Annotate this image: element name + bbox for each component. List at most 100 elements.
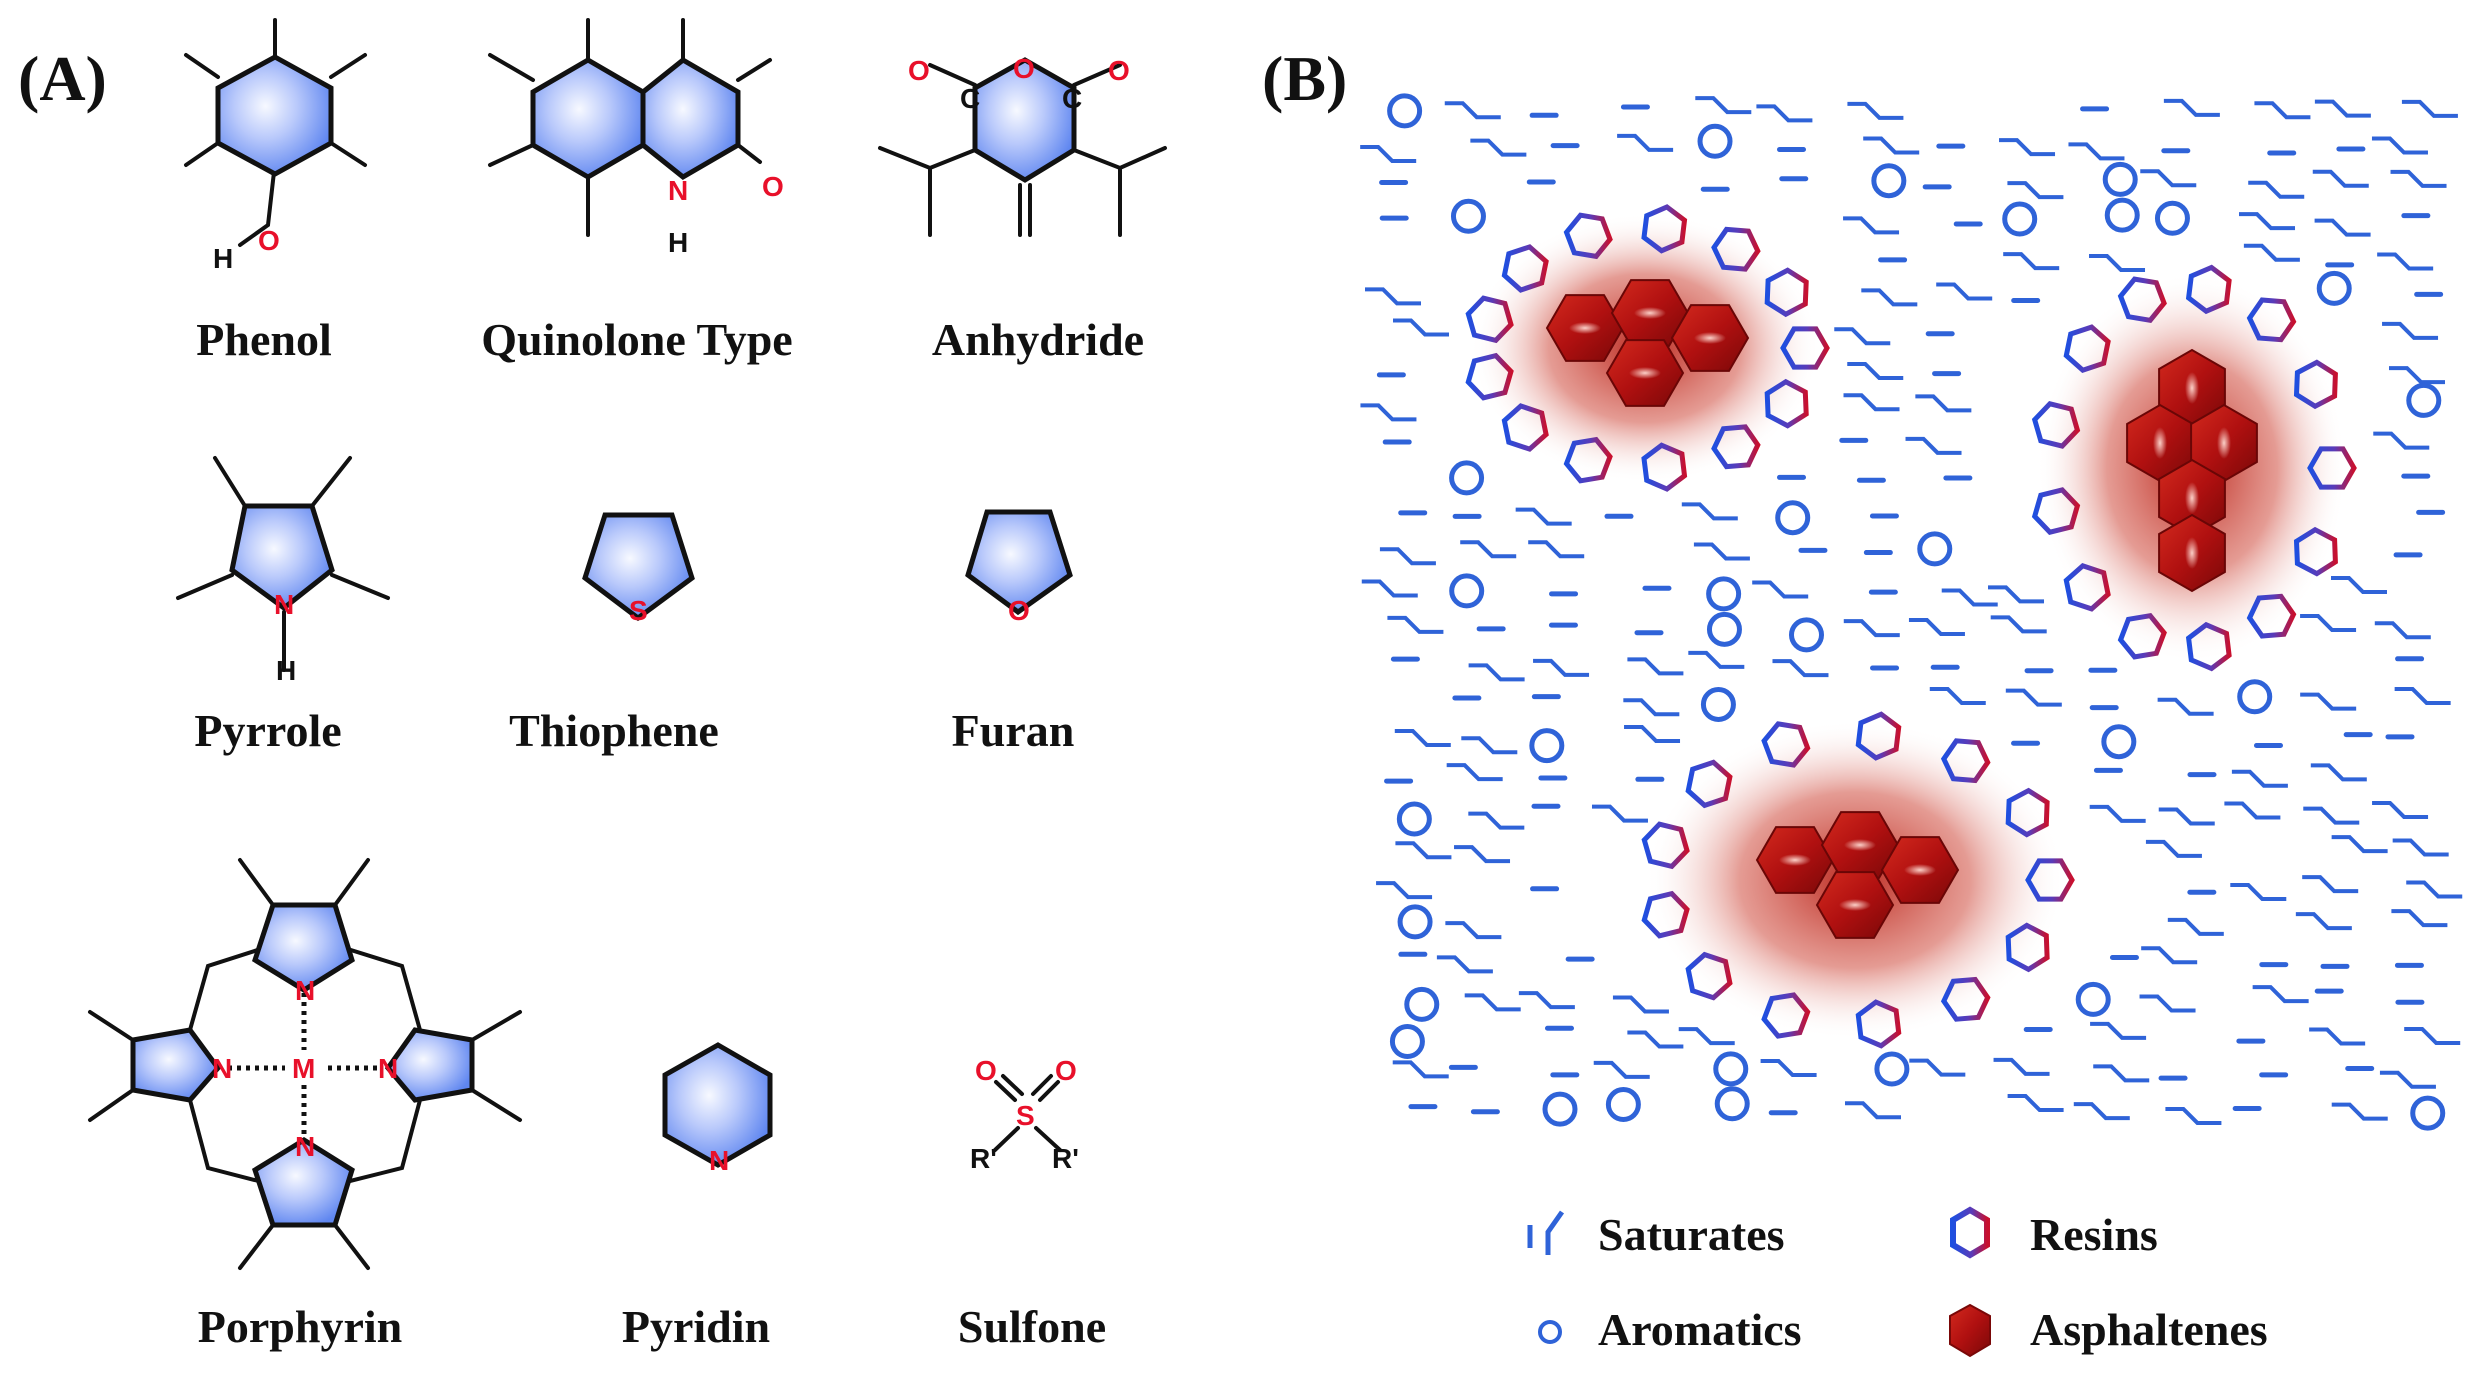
saturate-molecule (2157, 697, 2214, 716)
resin-molecule (1940, 976, 1991, 1022)
anhydride-atom-labels: O O O C C (908, 53, 1130, 114)
asphaltene-shine (1569, 322, 1601, 334)
panel-b-label: (B) (1262, 43, 1347, 114)
resin-molecule (1501, 244, 1549, 293)
aromatic-molecule (1387, 93, 1423, 129)
atom-label: M (292, 1053, 315, 1084)
saturate-molecule (1681, 502, 1738, 521)
resin-molecule (2185, 621, 2232, 672)
saturate-molecule (1468, 663, 1525, 682)
quinolone-structure: N H O (488, 18, 784, 258)
aromatic-molecule (1449, 573, 1485, 609)
atom-label: R' (970, 1143, 997, 1174)
phenol-atom-labels: H O (213, 225, 280, 274)
saturate-molecule (2239, 212, 2296, 231)
saturate-molecule (1772, 659, 1829, 678)
aromatic-molecule (2104, 197, 2140, 233)
saturate-molecule (1936, 282, 1993, 301)
aromatic-molecule (1396, 801, 1432, 837)
saturate-molecule (2140, 169, 2197, 188)
molecule-name-sulfone: Sulfone (958, 1301, 1106, 1352)
saturate-molecule (2007, 181, 2064, 200)
saturate-molecule (2145, 839, 2202, 858)
resin-molecule (2246, 593, 2297, 639)
molecule-name-pyrrole: Pyrrole (194, 705, 341, 756)
resin-molecule (2031, 487, 2081, 535)
legend: Saturates Resins Aromatics Asphaltenes (1527, 1206, 2268, 1358)
saturate-molecule (1627, 657, 1684, 676)
saturate-molecule (1593, 1060, 1650, 1079)
saturate-molecule (2331, 576, 2387, 595)
resin-molecule (1563, 212, 1613, 260)
saturate-molecule (1379, 547, 1436, 566)
asphaltene-micelle (1465, 204, 1830, 492)
legend-item-resins: Resins (1950, 1206, 2158, 1260)
saturate-molecule (2224, 801, 2281, 820)
atom-label: S (629, 595, 648, 626)
saturate-zigzag-icon (1527, 1210, 1565, 1255)
aromatic-molecule (1706, 611, 1742, 647)
aromatic-molecule (1788, 617, 1824, 653)
saturate-molecule (2372, 800, 2429, 819)
thiophene-structure: S (582, 512, 695, 626)
resin-molecule (2117, 612, 2167, 660)
atom-label: O (908, 55, 930, 86)
anhydride-structure: O O O C C (878, 53, 1167, 237)
sulfone-atom-labels: O O S R' R' (970, 1055, 1079, 1174)
resin-molecule (1761, 992, 1811, 1039)
oil-matrix (1360, 93, 2463, 1131)
saturate-molecule (1752, 580, 1809, 599)
saturate-molecule (2243, 243, 2300, 262)
saturate-molecule (2303, 806, 2360, 825)
porphyrin-atom-labels: N N N N M (212, 975, 398, 1162)
saturate-molecule (2003, 252, 2060, 271)
saturate-molecule (1436, 955, 1493, 974)
aromatic-molecule (1874, 1051, 1910, 1087)
saturate-molecule (1393, 318, 1450, 337)
aromatic-molecule (2101, 724, 2137, 760)
atom-label: O (1013, 53, 1035, 84)
saturate-molecule (2404, 1027, 2461, 1046)
resin-molecule (1855, 711, 1902, 761)
saturate-molecule (2248, 180, 2305, 199)
saturate-molecule (2406, 880, 2463, 899)
aromatic-molecule (1775, 500, 1811, 536)
legend-label-asphaltenes: Asphaltenes (2030, 1304, 2268, 1355)
asphaltene-shine (1844, 839, 1876, 851)
atom-label: N (212, 1053, 232, 1084)
saturate-molecule (2163, 98, 2220, 117)
asphaltene-hexagon-icon (1949, 1303, 1991, 1358)
molecule-name-furan: Furan (952, 705, 1075, 756)
atom-label: N (295, 1131, 315, 1162)
atom-label: H (213, 243, 233, 274)
aromatic-molecule (1449, 460, 1485, 496)
molecule-name-phenol: Phenol (196, 314, 331, 365)
aromatic-molecule (1529, 728, 1565, 764)
saturate-molecule (1395, 841, 1452, 860)
asphaltene-shine (2185, 372, 2199, 404)
resin-molecule (1641, 204, 1688, 254)
molecule-name-porphyrin: Porphyrin (198, 1301, 402, 1352)
resin-hexagon-icon (1950, 1206, 1990, 1259)
atom-label: O (1008, 595, 1030, 626)
atom-label: N (378, 1053, 398, 1084)
aromatic-molecule (1700, 686, 1736, 722)
saturate-molecule (2314, 218, 2371, 237)
aromatic-molecule (2102, 161, 2138, 197)
saturate-molecule (2389, 366, 2445, 385)
saturate-molecule (2252, 985, 2309, 1004)
saturate-molecule (2230, 883, 2287, 902)
saturate-molecule (2382, 321, 2439, 340)
saturate-molecule (2392, 838, 2449, 857)
resin-molecule (1563, 436, 1613, 484)
saturate-molecule (1361, 579, 1418, 598)
saturate-molecule (1624, 724, 1681, 743)
saturate-molecule (1528, 540, 1585, 559)
saturate-molecule (1454, 845, 1511, 864)
saturate-molecule (2302, 875, 2359, 894)
saturate-molecule (2374, 621, 2431, 640)
legend-label-resins: Resins (2030, 1209, 2158, 1260)
resin-molecule (2185, 264, 2232, 315)
saturate-molecule (1843, 619, 1900, 638)
saturate-molecule (1905, 436, 1962, 455)
